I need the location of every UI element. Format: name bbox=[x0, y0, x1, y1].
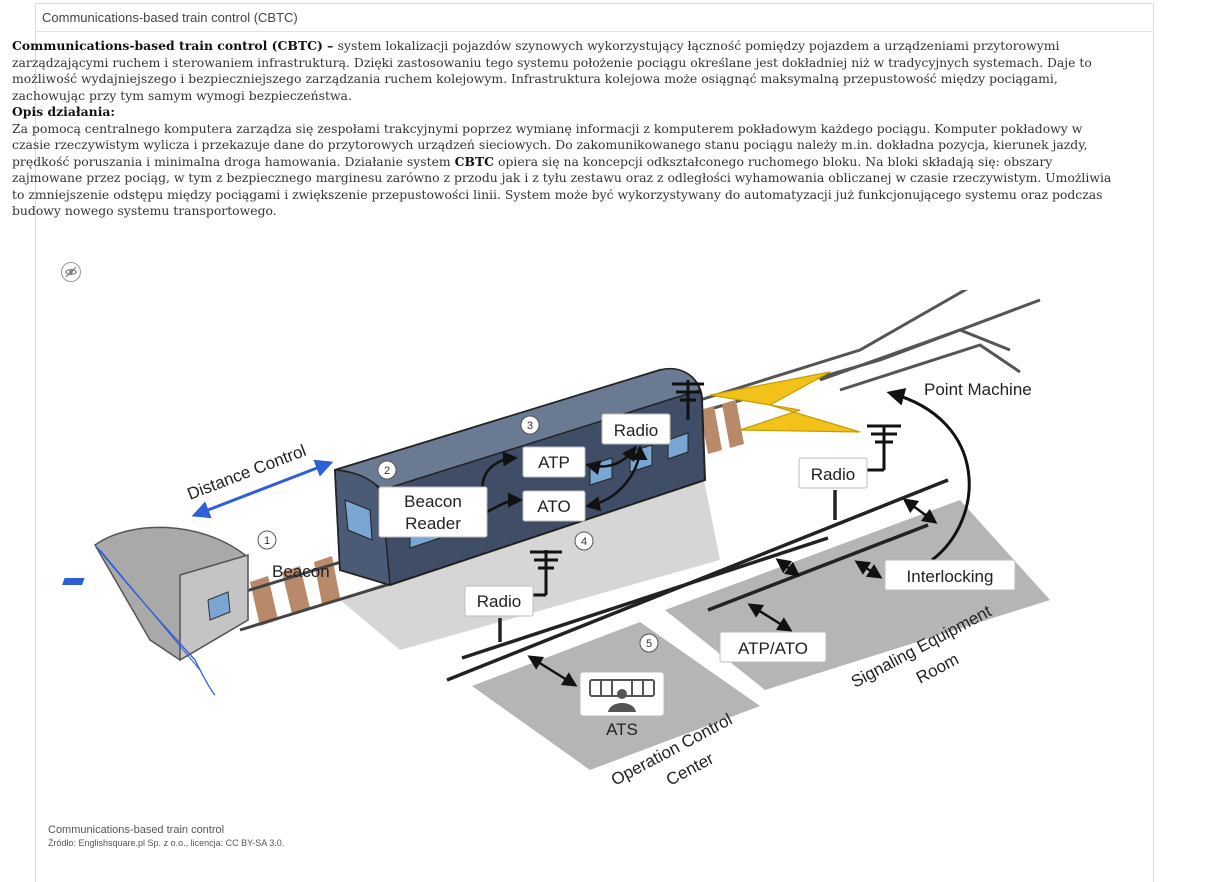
beacon-marker bbox=[62, 578, 85, 585]
preceding-train bbox=[94, 526, 249, 696]
step-marker-2: 2 bbox=[377, 460, 397, 480]
network-buses bbox=[446, 478, 949, 682]
figure-caption: Communications-based train control Źródł… bbox=[48, 824, 284, 848]
antenna-wayside-right bbox=[857, 424, 901, 472]
radio-train-box bbox=[601, 413, 671, 445]
ato-label: ATO bbox=[537, 497, 570, 516]
atp-box bbox=[522, 446, 586, 478]
beacon-reader-line1: Beacon bbox=[404, 492, 462, 511]
antenna-train bbox=[672, 380, 704, 420]
svg-text:1: 1 bbox=[264, 535, 270, 547]
section-heading: Opis działania: bbox=[12, 104, 116, 119]
interlocking-box bbox=[884, 559, 1016, 591]
antenna-wayside-left bbox=[530, 550, 562, 597]
eye-slash-icon bbox=[64, 266, 78, 278]
svg-text:3: 3 bbox=[527, 420, 533, 432]
section-paragraph: Za pomocą centralnego komputera zarządza… bbox=[12, 121, 1112, 220]
step-marker-5: 5 bbox=[639, 633, 659, 653]
interlocking-label: Interlocking bbox=[907, 567, 994, 586]
cbtc-diagram: Distance Control bbox=[62, 290, 1050, 790]
atp-ato-label: ATP/ATO bbox=[738, 639, 808, 658]
atp-ato-box bbox=[719, 631, 827, 663]
step-marker-1: 1 bbox=[257, 530, 277, 550]
caption-title: Communications-based train control bbox=[48, 824, 225, 836]
radio-wayside-left-label: Radio bbox=[477, 592, 521, 611]
section-text-after: opiera się na koncepcji odkształconego r… bbox=[12, 153, 1112, 219]
panel-title: Communications-based train control (CBTC… bbox=[36, 4, 1153, 32]
intro-term: Communications-based train control (CBTC… bbox=[12, 38, 323, 53]
svg-text:5: 5 bbox=[646, 638, 652, 650]
radio-lightning bbox=[709, 371, 861, 433]
beacon-reader-box bbox=[378, 486, 488, 538]
intro-dash: – bbox=[322, 38, 338, 53]
section-bold-term: CBTC bbox=[454, 153, 495, 169]
beacon-label: Beacon bbox=[272, 562, 330, 581]
caption-source: Źródło: Englishsquare.pl Sp. z o.o., lic… bbox=[48, 838, 285, 848]
point-machine-label: Point Machine bbox=[924, 380, 1032, 399]
distance-control-arrow bbox=[191, 459, 334, 519]
radio-wayside-right-label: Radio bbox=[811, 465, 855, 484]
hide-image-button[interactable] bbox=[61, 262, 81, 282]
section-text-before: Za pomocą centralnego komputera zarządza… bbox=[12, 120, 1088, 169]
intro-paragraph: Communications-based train control (CBTC… bbox=[12, 38, 1112, 104]
svg-text:4: 4 bbox=[581, 536, 587, 548]
radio-wayside-right-box bbox=[798, 457, 868, 489]
article-content: Communications-based train control (CBTC… bbox=[12, 38, 1112, 220]
ats-console-icon bbox=[579, 671, 665, 717]
beacon-reader-line2: Reader bbox=[405, 514, 461, 533]
step-marker-3: 3 bbox=[520, 415, 540, 435]
intro-text: system lokalizacji pojazdów szynowych wy… bbox=[12, 38, 1092, 103]
radio-wayside-left-box bbox=[464, 585, 534, 617]
radio-train-label: Radio bbox=[614, 421, 658, 440]
ats-label: ATS bbox=[606, 720, 638, 739]
connection-arrows bbox=[527, 498, 938, 687]
ato-box bbox=[522, 490, 586, 522]
point-machine-arrow bbox=[886, 388, 971, 562]
step-marker-4: 4 bbox=[574, 531, 594, 551]
svg-text:2: 2 bbox=[384, 465, 390, 477]
atp-label: ATP bbox=[538, 453, 570, 472]
